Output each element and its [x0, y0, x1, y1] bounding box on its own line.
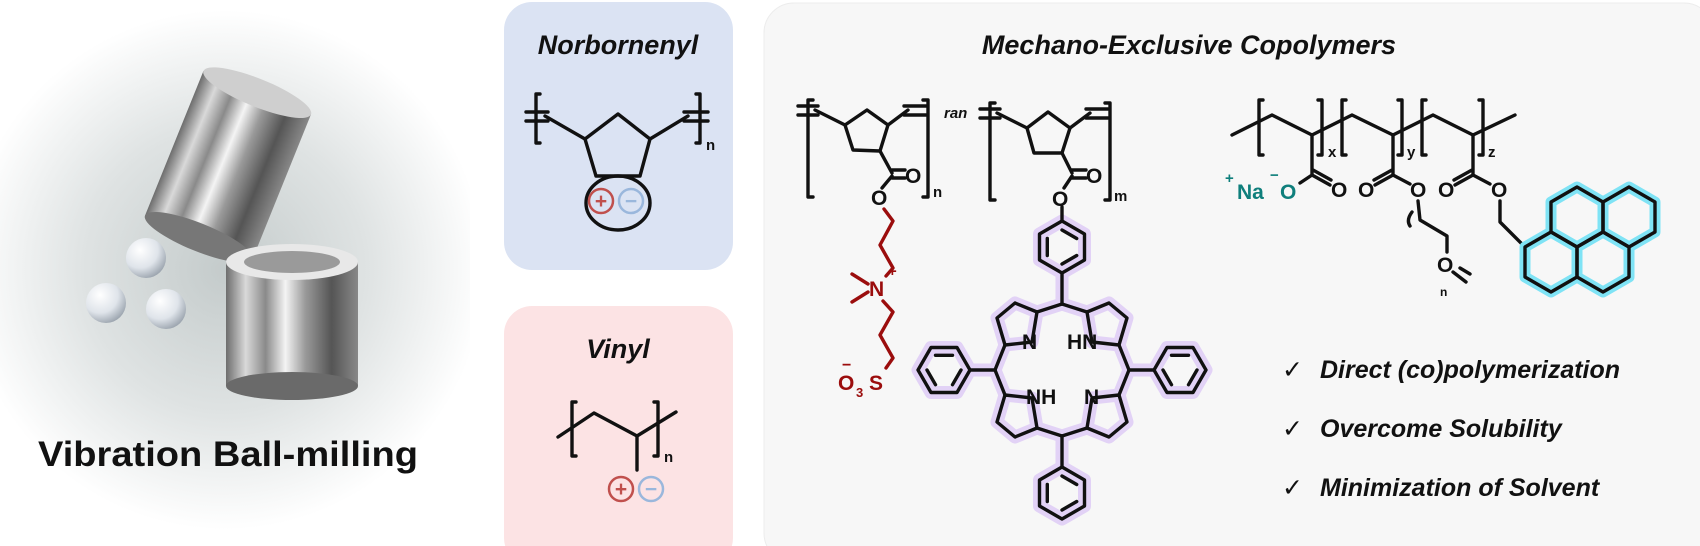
zwitterionic-norbornene-unit: O O n ran N + S O 3 −	[796, 98, 967, 400]
vinyl-structure: + − n	[556, 400, 678, 503]
plus-sign: +	[595, 190, 607, 213]
atom-label: HN	[1067, 331, 1097, 354]
minus-sign: −	[645, 478, 657, 501]
meso-bond	[1035, 426, 1064, 438]
positive-charge-icon	[607, 475, 635, 503]
check-icon: ✓	[1282, 474, 1303, 502]
panel-background	[763, 2, 1700, 546]
repeat-subscript: x	[1328, 144, 1337, 161]
repeat-subscript: y	[1407, 144, 1416, 161]
vinyl-title: Vinyl	[586, 334, 650, 364]
meso-bond	[1060, 302, 1089, 314]
check-icon: ✓	[1282, 415, 1303, 443]
charge-label: +	[1225, 170, 1234, 187]
ball-milling-panel: Vibration Ball-milling	[0, 0, 470, 546]
atom-label: O	[1331, 179, 1347, 202]
panel-background	[504, 2, 733, 270]
atom-label: O	[871, 187, 887, 210]
atom-label: O	[1280, 181, 1296, 204]
phenyl-ring	[916, 345, 972, 395]
charge-label: −	[842, 357, 851, 374]
meso-bond	[1117, 368, 1131, 397]
checklist-item: Overcome Solubility	[1320, 415, 1563, 443]
phenyl-double-bonds	[1045, 228, 1079, 266]
minus-sign: −	[625, 190, 637, 213]
phenyl-ring	[1037, 465, 1087, 521]
norbornenyl-panel: Norbornenyl + − n	[504, 2, 733, 270]
ball-milling-title: Vibration Ball-milling	[38, 435, 418, 474]
atom-label: O	[1086, 165, 1102, 188]
atom-label: O	[838, 372, 854, 395]
negative-charge-icon	[637, 475, 665, 503]
subscript: 3	[856, 385, 863, 400]
meso-bond	[993, 368, 1007, 397]
pyrrole-ring	[995, 393, 1039, 439]
pyrene-structure	[1519, 181, 1661, 298]
acrylate-terpolymer: x y z O O − Na + O O O n O O	[1225, 98, 1661, 299]
vinyl-panel: Vinyl + − n	[504, 306, 733, 546]
phenyl-double-bonds	[1161, 353, 1199, 387]
pyrrole-ring	[1085, 393, 1129, 439]
atom-label: O	[1437, 254, 1453, 277]
repeat-subscript: z	[1488, 144, 1496, 161]
checklist-item: Minimization of Solvent	[1320, 474, 1601, 502]
repeat-subscript: n	[1440, 285, 1447, 299]
phenyl-double-bonds	[1045, 474, 1079, 512]
atom-label: O	[1358, 179, 1374, 202]
atom-label: N	[1084, 386, 1099, 409]
charge-label: +	[888, 263, 897, 280]
repeat-subscript: m	[1114, 188, 1127, 205]
milling-jar-lid-image	[144, 67, 312, 263]
phenyl-double-bonds	[925, 353, 963, 387]
norbornenyl-structure: + − n	[524, 92, 715, 232]
atom-label: O	[1410, 179, 1426, 202]
porphyrin-structure	[911, 205, 1213, 526]
atom-label: NH	[1026, 386, 1056, 409]
atom-label: Na	[1237, 181, 1264, 204]
atom-label: N	[869, 278, 884, 301]
negative-charge-icon	[617, 187, 645, 215]
random-label: ran	[944, 105, 967, 122]
benefits-checklist: ✓ Direct (co)polymerization ✓ Overcome S…	[1282, 356, 1620, 502]
milling-jar-base-image	[226, 244, 358, 400]
atom-label: S	[869, 372, 883, 395]
pyrene-ring	[1601, 185, 1657, 249]
check-icon: ✓	[1282, 356, 1303, 384]
meso-bond	[993, 343, 1007, 372]
atom-label: O	[1052, 188, 1068, 211]
porphyrin-norbornene-unit: O O m N HN NH N	[911, 101, 1213, 526]
repeat-subscript: n	[664, 449, 673, 466]
milling-balls-image	[86, 238, 186, 329]
copolymers-title: Mechano-Exclusive Copolymers	[982, 30, 1396, 60]
pyrrole-ring	[1085, 301, 1129, 347]
atom-label: O	[1491, 179, 1507, 202]
repeat-subscript: n	[706, 137, 715, 154]
atom-label: O	[1438, 179, 1454, 202]
plus-sign: +	[615, 478, 627, 501]
meso-bond	[1035, 302, 1064, 314]
norbornenyl-title: Norbornenyl	[538, 30, 699, 60]
meso-bond	[1117, 343, 1131, 372]
meso-bond	[1060, 426, 1089, 438]
atom-label: O	[905, 165, 921, 188]
checklist-item: Direct (co)polymerization	[1320, 356, 1620, 384]
pyrrole-ring	[995, 301, 1039, 347]
atom-label: N	[1022, 331, 1037, 354]
positive-charge-icon	[587, 187, 615, 215]
charge-label: −	[1270, 167, 1279, 184]
repeat-subscript: n	[933, 184, 942, 201]
copolymers-panel: Mechano-Exclusive Copolymers O O n ran N…	[763, 2, 1700, 546]
